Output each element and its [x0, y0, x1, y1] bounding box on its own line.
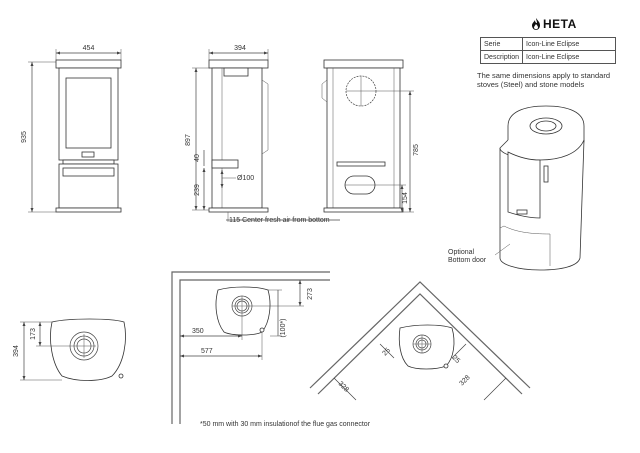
lower-height-label: 154 [402, 192, 409, 204]
wall-577-label: 577 [201, 348, 213, 355]
wall-350-label: 350 [192, 328, 204, 335]
front-height-label: 935 [21, 131, 28, 143]
top-center-label: 173 [30, 328, 37, 340]
corner-right-328-label: 328 [458, 374, 471, 387]
brand-name: HETA [543, 17, 577, 31]
inlet-size-label: 40 [194, 154, 201, 162]
spec-value: Icon-Line Eclipse [522, 50, 617, 64]
dimension-note: The same dimensions apply to standard st… [477, 71, 610, 89]
corner-view: 25 25 328 328 [309, 281, 531, 401]
side-view: 394 897 239 40 Ø100 115 Center fresh air [185, 45, 340, 224]
spec-row-description: Description Icon-Line Eclipse [479, 50, 617, 64]
flame-icon [532, 18, 540, 30]
iso-view: Optional Bottom door [448, 105, 585, 271]
wall-273-label: 273 [307, 288, 314, 300]
outlet-height-label: 785 [413, 144, 420, 156]
spec-table: Serie Icon-Line Eclipse Description Icon… [479, 37, 617, 64]
top-view: 394 173 [13, 318, 126, 381]
brand-logo: HETA [531, 17, 577, 31]
inlet-diameter-label: Ø100 [237, 175, 254, 182]
top-depth-label: 394 [13, 345, 20, 357]
front-width-label: 454 [83, 45, 95, 52]
wall-100-label: (100*) [280, 318, 287, 337]
side-width-label: 394 [234, 45, 246, 52]
footnote: *50 mm with 30 mm insulationof the flue … [200, 421, 371, 428]
side-height-label: 897 [185, 134, 192, 146]
wall-view: 273 (100*) 350 577 [171, 271, 330, 424]
fresh-air-label: 115 Center fresh air from bottom [229, 217, 330, 224]
door-label-line1: Optional [448, 249, 475, 256]
door-label-line2: Bottom door [448, 257, 487, 264]
rear-view: 785 154 [321, 59, 420, 213]
spec-key: Description [479, 50, 524, 64]
corner-right-25-label: 25 [451, 354, 462, 365]
front-view: 454 935 [21, 45, 122, 213]
inlet-height-label: 239 [194, 184, 201, 196]
corner-left-25-label: 25 [381, 347, 392, 358]
